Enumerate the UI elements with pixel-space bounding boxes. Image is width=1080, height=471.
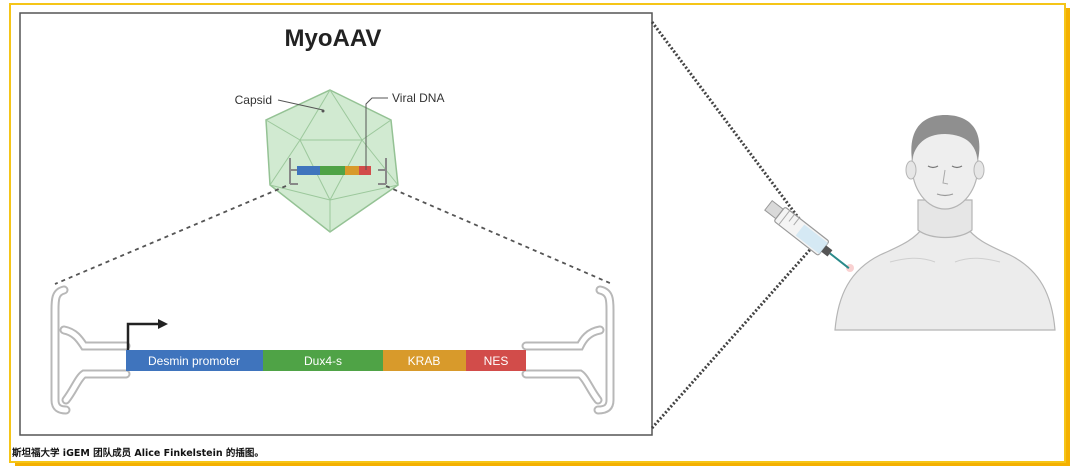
segment-nes	[466, 350, 526, 371]
zoom-line-left	[54, 185, 287, 285]
syringe-icon	[764, 199, 850, 269]
construct-bar: Desmin promoter Dux4-s KRAB NES	[126, 350, 526, 371]
itr-right-inner	[523, 287, 613, 413]
capsid-label: Capsid	[235, 93, 272, 107]
segment-desmin	[126, 350, 263, 371]
segment-label-nes: NES	[484, 354, 509, 368]
segment-label-desmin: Desmin promoter	[148, 354, 240, 368]
segment-dux4s	[263, 350, 383, 371]
callout-line-top	[650, 21, 817, 241]
segment-krab	[383, 350, 466, 371]
human-figure-icon	[834, 115, 1056, 331]
segment-label-krab: KRAB	[408, 354, 441, 368]
figure-caption: 斯坦福大学 iGEM 团队成员 Alice Finkelstein 的插图。	[12, 448, 264, 459]
itr-left-inner	[52, 287, 129, 413]
zoom-line-right	[385, 185, 613, 285]
viral-dna-label: Viral DNA	[392, 91, 444, 105]
diagram-title: MyoAAV	[285, 25, 382, 52]
promoter-arrow-icon	[126, 319, 168, 350]
capsid-leader	[277, 99, 324, 111]
segment-label-dux4s: Dux4-s	[304, 354, 342, 368]
viral-dna-mini	[289, 158, 387, 185]
viral-dna-leader	[365, 97, 388, 170]
callout-line-bottom	[650, 243, 817, 429]
